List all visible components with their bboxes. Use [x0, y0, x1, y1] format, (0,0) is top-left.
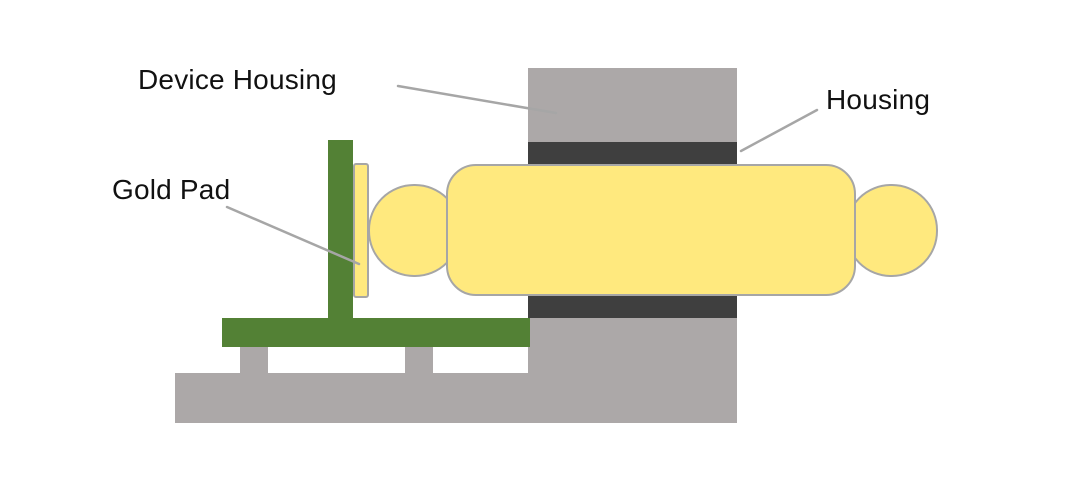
connector-tip-right — [845, 184, 938, 277]
label-housing: Housing — [826, 84, 931, 115]
support-foot-right — [405, 347, 433, 373]
support-foot-left — [240, 347, 268, 373]
circuit-board-riser — [328, 140, 353, 347]
label-device-housing: Device Housing — [138, 64, 337, 95]
circuit-board — [222, 318, 530, 347]
label-gold-pad: Gold Pad — [112, 174, 231, 205]
housing-band-bottom — [528, 292, 737, 318]
gold-pad — [353, 163, 369, 298]
housing-band-top — [528, 142, 737, 168]
connector-tip-left — [368, 184, 461, 277]
leader-line-housing — [739, 108, 819, 153]
connector-body — [446, 164, 856, 296]
